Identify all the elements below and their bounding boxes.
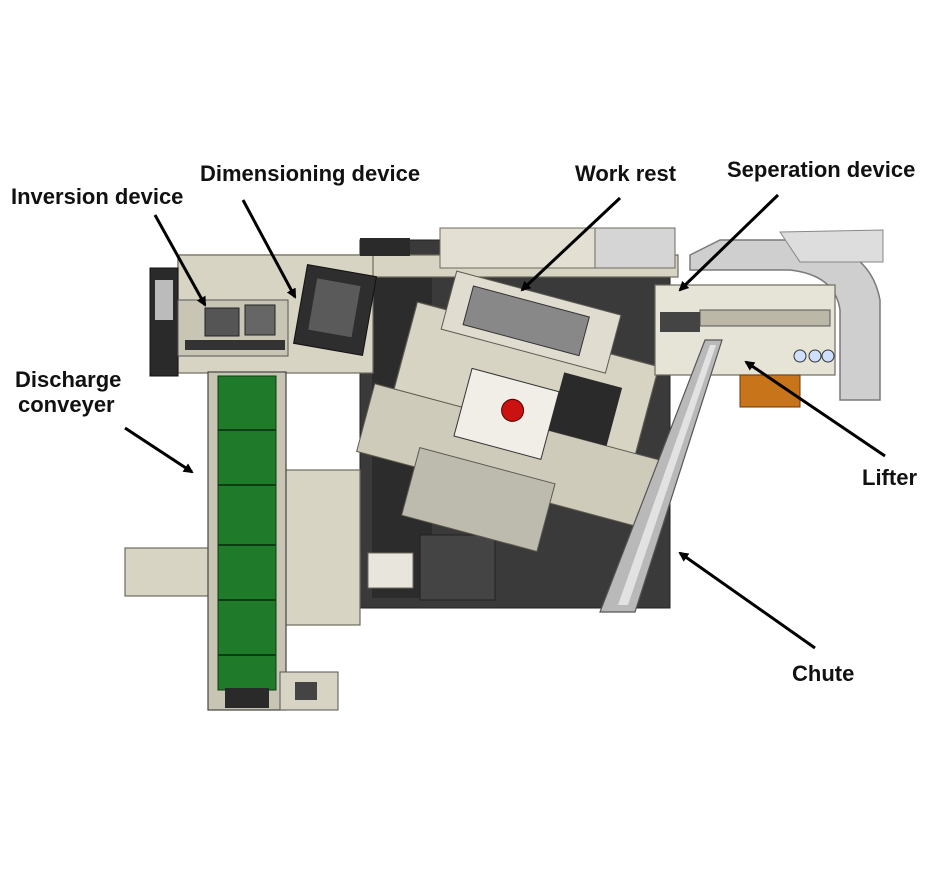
chute-part — [599, 339, 723, 613]
arrow-lifter — [744, 360, 886, 458]
label-separation-device: Seperation device — [727, 157, 916, 182]
arrow-work-rest — [520, 196, 622, 292]
label-work-rest: Work rest — [575, 161, 677, 186]
dimensioning-device-part — [293, 263, 377, 357]
label-discharge-conveyor-line2: conveyer — [18, 392, 115, 417]
work-rest-marker — [501, 398, 525, 422]
label-dimensioning-device: Dimensioning device — [200, 161, 421, 186]
separation-device-part — [654, 284, 836, 376]
label-chute: Chute — [792, 661, 855, 686]
label-discharge-conveyor-line1: Discharge — [15, 367, 122, 392]
arrow-dimensioning-device — [241, 199, 297, 299]
inversion-device-part — [149, 267, 289, 377]
leader-arrows — [124, 193, 886, 650]
label-inversion-device: Inversion device — [11, 184, 184, 209]
arrow-chute — [678, 551, 816, 650]
arrow-inversion-device — [153, 214, 207, 307]
arrow-separation-device — [678, 193, 780, 292]
exhaust-duct — [689, 229, 884, 401]
work-rest-part — [356, 270, 666, 553]
label-lifter: Lifter — [862, 465, 917, 490]
discharge-conveyor-part — [207, 371, 339, 711]
arrow-discharge-conveyor — [124, 426, 194, 474]
